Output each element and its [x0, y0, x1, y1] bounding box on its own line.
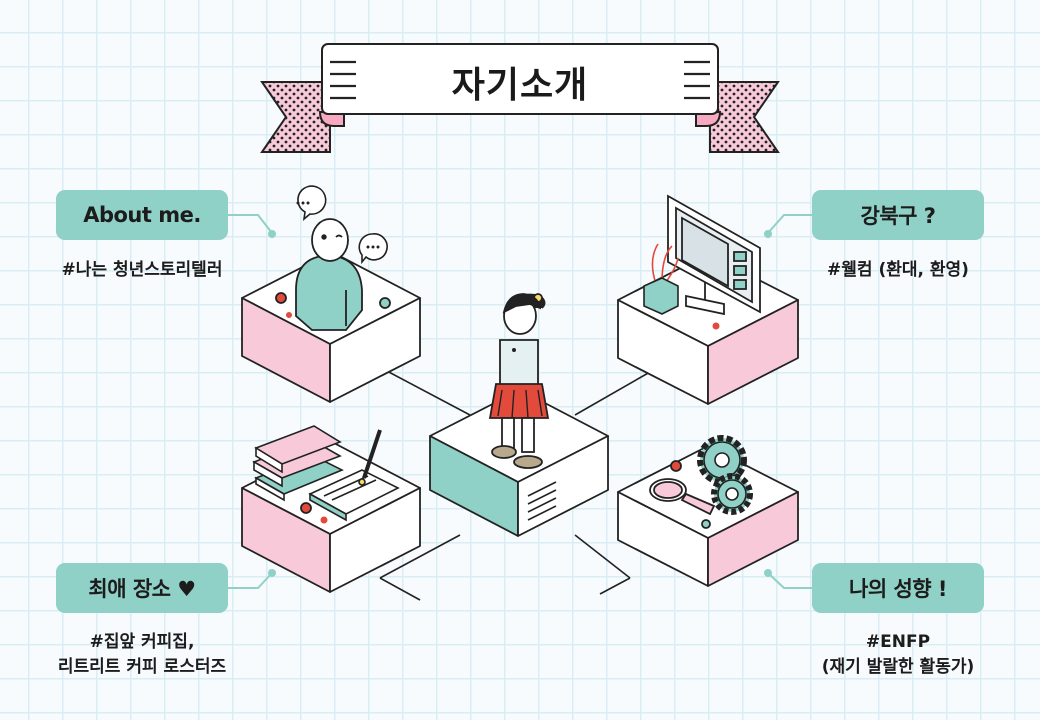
about-caption: #나는 청년스토리텔러: [61, 260, 223, 280]
favorite-caption: #집앞 커피집, 리트리트 커피 로스터즈: [57, 632, 227, 677]
favorite-label: 최애 장소 ♥: [56, 563, 228, 613]
notebook-icon: [308, 469, 400, 522]
connector-lines: [379, 369, 651, 601]
location-caption: #웰컴 (환대, 환영): [827, 260, 969, 280]
page-title: 자기소개: [451, 65, 589, 106]
speech-bubble-icon: [296, 185, 388, 265]
location-label: 강북구 ?: [812, 190, 984, 240]
pen-icon: [358, 429, 382, 486]
personality-caption: #ENFP (재기 발랄한 활동가): [821, 632, 975, 677]
platform-personality: [617, 445, 799, 587]
leader-lines: [228, 214, 812, 589]
personality-label: 나의 성향 !: [812, 563, 984, 613]
monitor-icon: [667, 194, 761, 316]
gear-icon: [697, 435, 753, 515]
person-icon: [295, 218, 363, 331]
title-banner: [260, 43, 780, 153]
girl-figure: [488, 293, 550, 469]
about-label: About me.: [56, 190, 228, 240]
plant-icon: [643, 243, 679, 315]
platform-center: [429, 389, 609, 537]
books-icon: [252, 425, 344, 502]
magnifier-icon: [649, 478, 716, 516]
